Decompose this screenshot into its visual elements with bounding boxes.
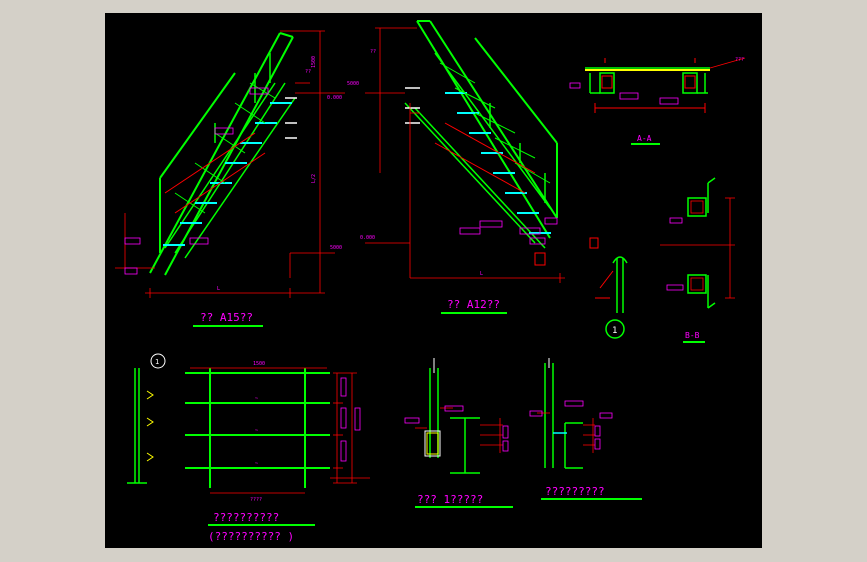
label-aa-note: ??? [735, 57, 744, 63]
dim-half-a15: L/2 [311, 174, 317, 183]
detail-1-callout-circle [605, 319, 625, 339]
dim-railing-top: 1500 [253, 361, 265, 367]
subtitle-railing: (?????????? ) [208, 530, 294, 543]
title-stair-a12: ?? A12?? [447, 298, 500, 311]
title-stair-a15: ?? A15?? [200, 311, 253, 324]
stair-a12-view: 5000 0.000 L ?? ?? A12?? [347, 20, 599, 314]
label-a12-top: ?? [370, 49, 376, 55]
detail-right-view: ????????? [529, 358, 642, 500]
detail-1-view: 1 [595, 256, 628, 339]
dim-railing-row2: ~ [255, 428, 258, 434]
dim-l-a12: L [480, 271, 483, 277]
title-section-bb: B-B [685, 331, 700, 340]
drawing-canvas[interactable]: 1500 L/2 ?? 0.000 5000 L ?? A15?? [105, 13, 762, 548]
label-a15-top: ?? [305, 69, 311, 75]
dim-5000-a12: 5000 [347, 81, 359, 87]
title-detail-left: ??? 1????? [417, 493, 483, 506]
railing-callout-circle [150, 353, 166, 369]
dim-railing-row1: ~ [255, 396, 258, 402]
stair-a15-view: 1500 L/2 ?? 0.000 5000 L ?? A15?? [115, 30, 345, 327]
detail-left-view: ??? 1????? [404, 358, 513, 508]
dim-railing-row3: ~ [255, 461, 258, 467]
level-a15: 0.000 [327, 95, 342, 101]
dim-5000-a15: 5000 [330, 245, 342, 251]
drawing-svg: 1500 L/2 ?? 0.000 5000 L ?? A15?? [115, 20, 746, 543]
dim-railing-bottom: ???? [250, 497, 262, 503]
dim-l-a15: L [217, 286, 220, 292]
title-detail-right: ????????? [545, 485, 605, 498]
title-railing: ?????????? [213, 511, 279, 524]
railing-callout: 1 [155, 358, 159, 366]
dim-1500-a15: 1500 [311, 56, 317, 68]
railing-elevation-view: 1 [127, 353, 370, 543]
detail-1-callout: 1 [612, 326, 617, 336]
title-section-aa: A-A [637, 134, 652, 143]
section-bb-view: B-B [660, 177, 735, 343]
section-aa-view: ??? A-A [569, 57, 746, 145]
level-a12: 0.000 [360, 235, 375, 241]
